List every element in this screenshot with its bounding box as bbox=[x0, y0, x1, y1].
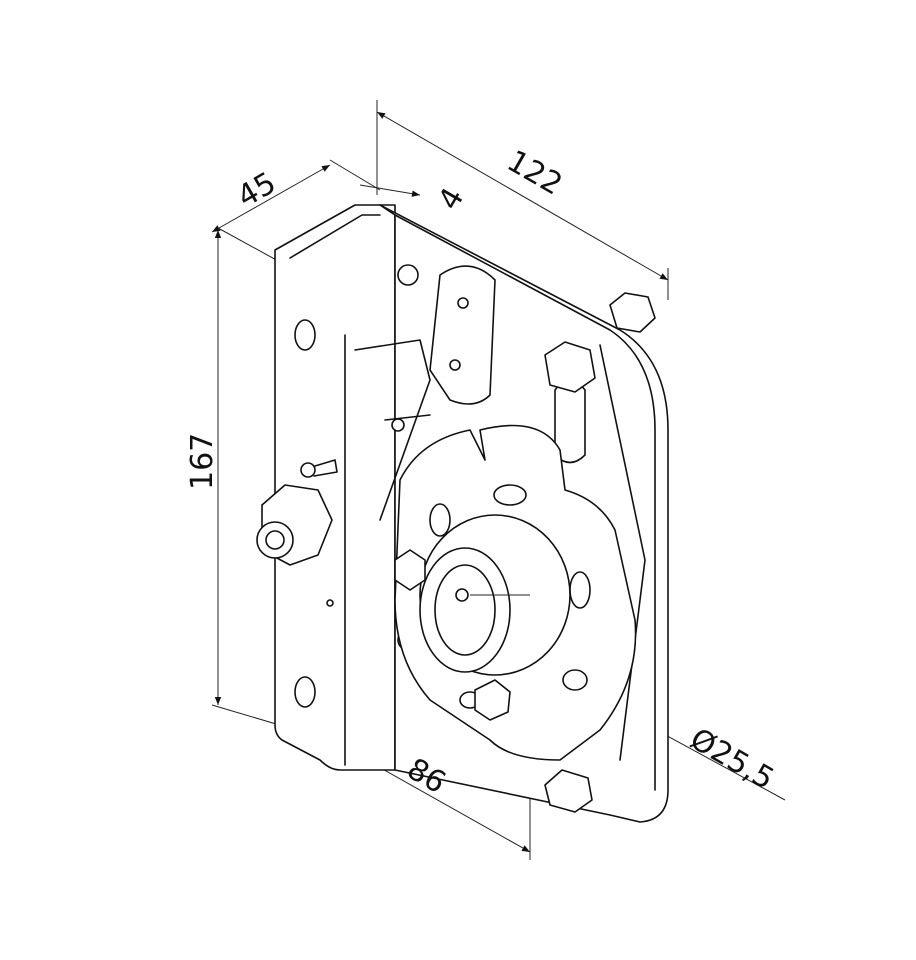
side-flange bbox=[274, 204, 396, 771]
dim-height: 167 bbox=[185, 433, 220, 490]
star-wheel bbox=[394, 424, 637, 761]
dim-total-width: 122 bbox=[501, 144, 568, 203]
dim-shaft-diameter: Ø25,5 bbox=[684, 722, 780, 798]
dim-flange-depth: 45 bbox=[232, 166, 283, 215]
dim-plate-thickness: 4 bbox=[432, 182, 472, 216]
small-parts bbox=[300, 339, 511, 721]
bolts bbox=[256, 292, 656, 813]
